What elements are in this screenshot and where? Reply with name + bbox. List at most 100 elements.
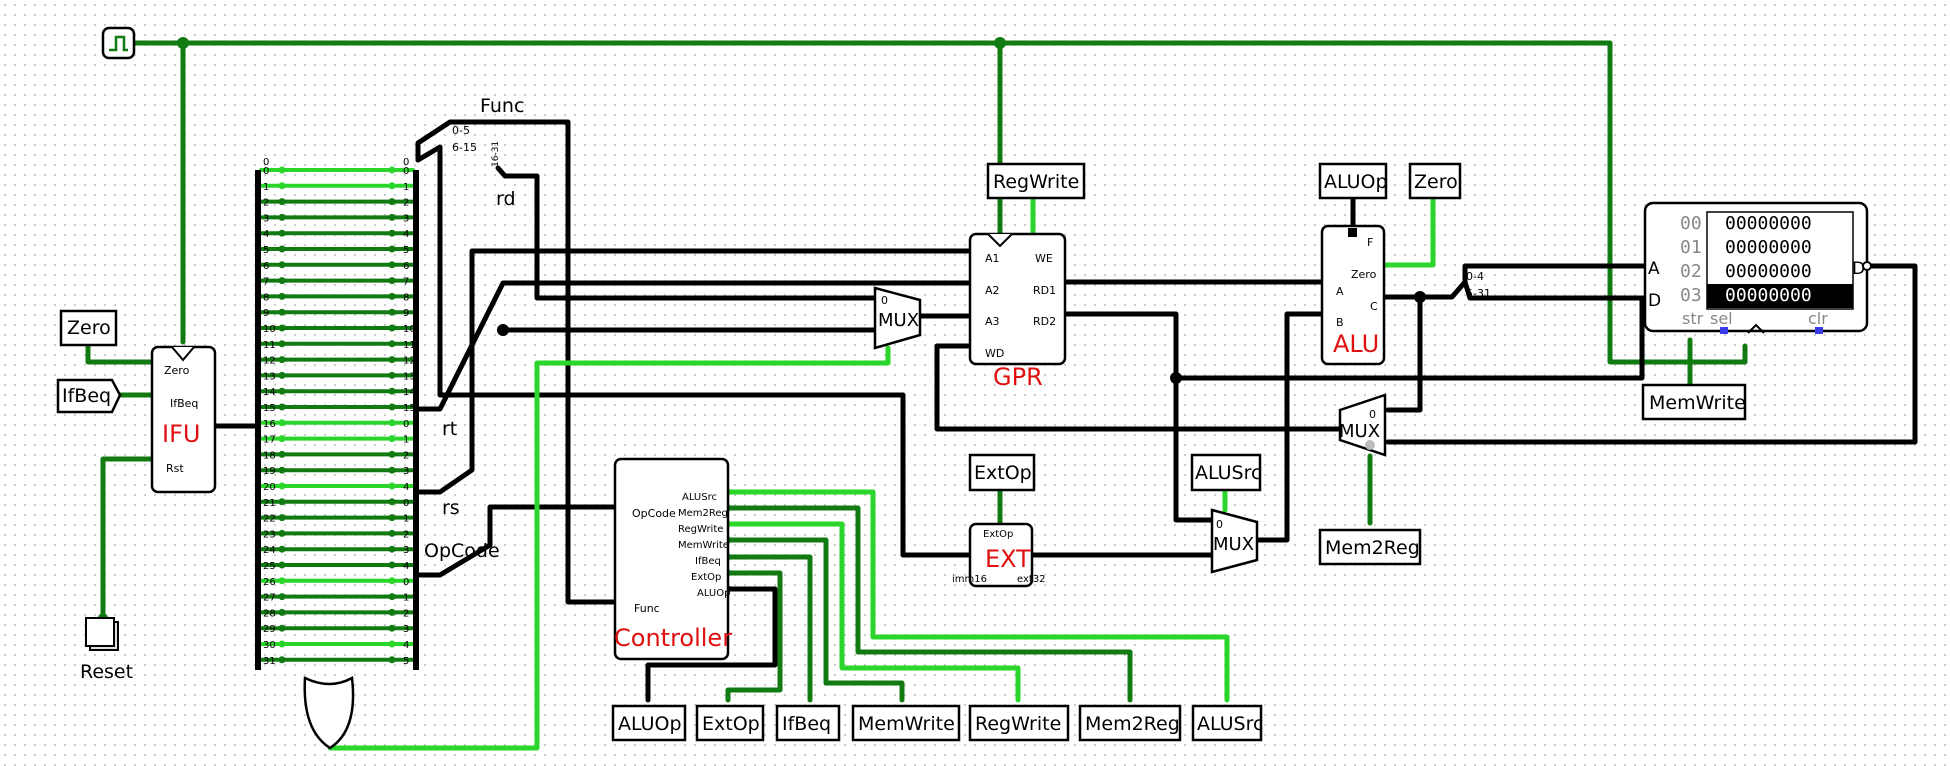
controller-output-tunnels[interactable]: ALUOp ExtOp IfBeq MemWrite RegWrite Mem2… (611, 704, 1263, 742)
svg-text:A1: A1 (985, 252, 1000, 265)
svg-text:MemWrite: MemWrite (1649, 392, 1746, 414)
bus-bit-label-left: 5 (263, 245, 269, 256)
svg-text:str: str (1682, 309, 1704, 328)
alu-title: ALU (1333, 330, 1379, 358)
bus-bit-label-right: 13 (403, 371, 416, 382)
bus-bit-label-left: 28 (263, 608, 276, 619)
bus-bit-joint (388, 577, 396, 585)
bus-bit-joint (278, 356, 286, 364)
bus-bit-label-left: 3 (263, 213, 269, 224)
bus-bit-joint (278, 166, 286, 174)
bus-bit-joint (388, 182, 396, 190)
tunnel-zero-ifu[interactable]: Zero (59, 309, 118, 347)
bus-bit-joint (278, 245, 286, 253)
bus-bit-label-right: 2 (403, 608, 409, 619)
bus-bit-joint (278, 514, 286, 522)
ram-block[interactable]: 00 01 02 03 00000000 00000000 00000000 0… (1643, 201, 1872, 334)
svg-text:00000000: 00000000 (1725, 213, 1812, 234)
bus-bit-joint (278, 608, 286, 616)
svg-text:A: A (1648, 259, 1660, 279)
bus-bit-label-left: 11 (263, 340, 276, 351)
bus-bit-label-right: 3 (403, 466, 409, 477)
bus-bit-label-right: 0 (403, 577, 409, 588)
bus-bit-joint (388, 166, 396, 174)
tunnel-regwrite-gpr[interactable]: RegWrite (986, 162, 1086, 200)
bus-bit-joint (388, 593, 396, 601)
svg-text:Reset: Reset (80, 661, 133, 683)
wire-label-func: Func (480, 95, 524, 117)
bus-bit-label-right: 3 (403, 213, 409, 224)
controller-block[interactable]: OpCode Func ALUSrc Mem2Reg RegWrite MemW… (613, 457, 732, 661)
bus-bit-joint (388, 340, 396, 348)
svg-text:ExtOp: ExtOp (691, 572, 721, 583)
bus-bit-joint (278, 419, 286, 427)
bus-bit-joint (278, 229, 286, 237)
bus-bit-label-left: 25 (263, 561, 276, 572)
gpr-title: GPR (993, 363, 1043, 391)
bus-bit-label-right: 1 (403, 182, 409, 193)
svg-text:A3: A3 (985, 315, 1000, 328)
bus-bit-label-left: 8 (263, 292, 269, 303)
bus-bit-joint (388, 245, 396, 253)
bus-bit-joint (388, 308, 396, 316)
bus-bit-joint (278, 261, 286, 269)
bus-bit-joint (278, 292, 286, 300)
bus-bit-label-left: 13 (263, 371, 276, 382)
svg-text:02: 02 (1680, 261, 1702, 282)
tunnel-ifbeq-ifu[interactable]: IfBeq (56, 378, 122, 414)
tunnel-extop-ext[interactable]: ExtOp (968, 453, 1036, 492)
alu-block[interactable]: F Zero A C B ALU (1320, 224, 1386, 366)
bus-bit-joint (278, 561, 286, 569)
svg-text:D: D (1648, 291, 1661, 311)
tunnel-alusrc-mux[interactable]: ALUSrc (1190, 453, 1261, 492)
ext-block[interactable]: ExtOp EXT imm16 ext32 (952, 522, 1046, 588)
bus-bit-label-left: 20 (263, 482, 276, 493)
wire-label-rs: rs (442, 497, 460, 519)
controller-title: Controller (614, 624, 732, 652)
tunnel-memwrite-ram[interactable]: MemWrite (1641, 383, 1747, 421)
clock-icon[interactable] (101, 26, 136, 60)
bus-bit-joint (388, 387, 396, 395)
bus-bit-label-right: 1 (403, 593, 409, 604)
svg-text:0: 0 (1369, 408, 1376, 421)
bus-bit-joint (278, 371, 286, 379)
clock-wires (105, 37, 1748, 365)
bus-bit-label-left: 27 (263, 593, 276, 604)
svg-text:D: D (1852, 259, 1865, 279)
bus-bit-label-right: 0 (403, 498, 409, 509)
tunnel-aluop-alu[interactable]: ALUOp (1318, 162, 1388, 200)
svg-text:clr: clr (1808, 309, 1828, 328)
mux-alusrc[interactable]: 0 MUX (1210, 508, 1259, 574)
mux-mem2reg[interactable]: 0 MUX (1338, 393, 1387, 457)
ifu-wires (85, 342, 258, 623)
bus-bit-label-left: 1 (263, 182, 269, 193)
svg-text:0: 0 (263, 157, 269, 168)
bus-bit-joint (278, 387, 286, 395)
reset-button[interactable]: Reset (80, 617, 133, 683)
bus-bit-label-left: 2 (263, 198, 269, 209)
bus-bit-label-left: 17 (263, 435, 276, 446)
svg-text:Zero: Zero (1351, 268, 1377, 281)
bus-bit-joint (388, 498, 396, 506)
bus-bit-label-right: 11 (403, 340, 416, 351)
gpr-block[interactable]: A1 WE A2 RD1 A3 RD2 WD GPR (968, 232, 1067, 391)
ifu-block[interactable]: Zero IfBeq Rst IFU (150, 345, 217, 494)
svg-text:IfBeq: IfBeq (695, 556, 721, 567)
tunnel-mem2reg-mux[interactable]: Mem2Reg (1318, 528, 1422, 566)
bus-bit-label-right: 9 (403, 308, 409, 319)
bus-bit-joint (278, 450, 286, 458)
bus-bit-joint (388, 403, 396, 411)
tunnel-zero-alu[interactable]: Zero (1408, 162, 1462, 200)
wire-label-rd: rd (496, 188, 516, 210)
bus-bit-label-left: 10 (263, 324, 276, 335)
bus-bit-joint (388, 277, 396, 285)
bus-bit-joint (388, 640, 396, 648)
bus-bit-joint (388, 656, 396, 664)
bus-bit-joint (278, 435, 286, 443)
mux-regdst[interactable]: 0 MUX (873, 286, 922, 350)
svg-text:0-5: 0-5 (452, 124, 470, 137)
svg-text:00000000: 00000000 (1725, 261, 1812, 282)
bus-bit-label-left: 30 (263, 640, 276, 651)
bus-bit-label-left: 26 (263, 577, 276, 588)
